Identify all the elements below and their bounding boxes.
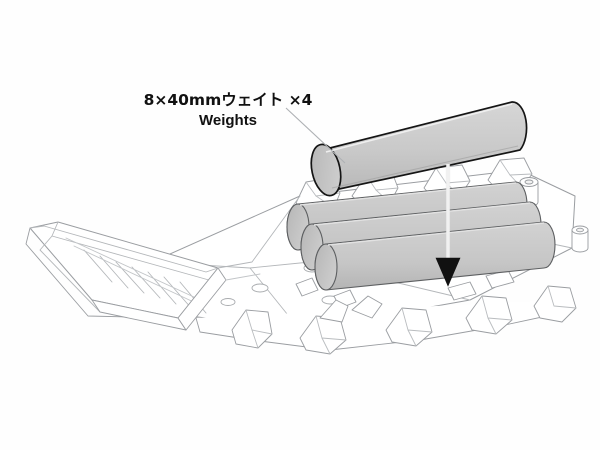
- chassis-suspension-brackets: [231, 285, 577, 355]
- chassis-rail-to-deck-joint: [217, 195, 301, 281]
- chassis-rear-detail: [319, 295, 383, 323]
- weight-label-english: Weights: [198, 111, 258, 129]
- weight-label-japanese: 8×40mmウェイト ×4: [143, 91, 313, 109]
- installed-weight-3: [314, 221, 556, 291]
- chassis-post-boss-right: [571, 225, 589, 253]
- installed-weights-group: [286, 181, 556, 291]
- leader-line: [285, 107, 346, 164]
- weight-label-block: 8×40mmウェイト ×4 Weights: [128, 91, 328, 129]
- chassis-side-rail: [25, 221, 227, 331]
- loose-weight: [310, 101, 528, 197]
- install-arrow: [435, 164, 461, 287]
